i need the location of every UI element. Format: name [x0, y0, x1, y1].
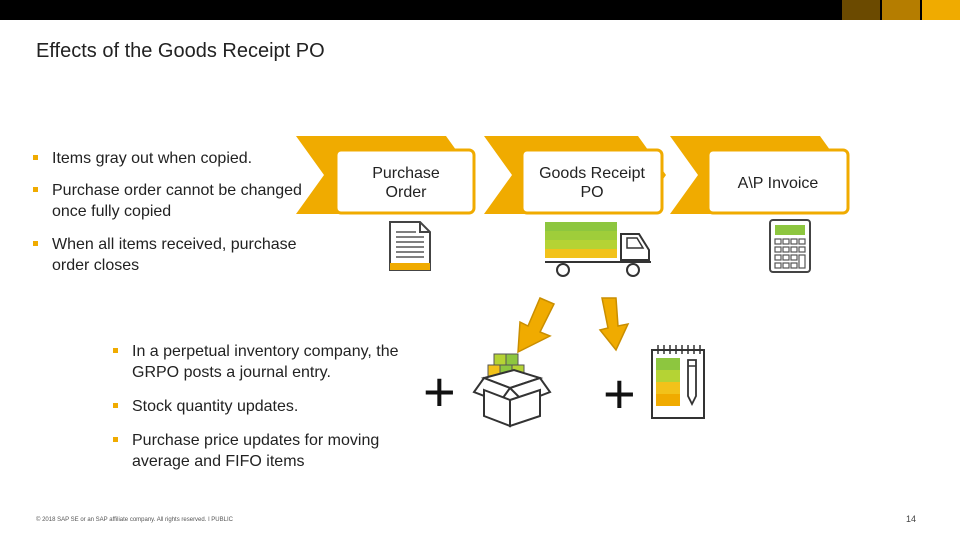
chevron-shape: [484, 136, 666, 215]
copyright-footer: © 2018 SAP SE or an SAP affiliate compan…: [36, 517, 233, 523]
bullet-stock-updates: Stock quantity updates.: [113, 396, 433, 417]
brand-swatch-light: [922, 0, 960, 20]
bullet-po-closes: When all items received, purchase order …: [33, 234, 303, 276]
document-icon: [388, 220, 432, 277]
page-number: 14: [906, 514, 917, 524]
process-step-goods-receipt: [484, 133, 668, 217]
lower-bullet-list: In a perpetual inventory company, the GR…: [113, 341, 433, 472]
bullet-journal-entry: In a perpetual inventory company, the GR…: [113, 341, 433, 383]
calculator-icon: [768, 218, 812, 279]
step-label-goods-receipt: Goods Receipt PO: [539, 165, 645, 201]
plus-sign: +: [423, 360, 456, 423]
slide-title: Effects of the Goods Receipt PO: [36, 40, 325, 62]
down-arrow-icon: [510, 296, 558, 359]
bullet-po-cannot-change: Purchase order cannot be changed once fu…: [33, 180, 303, 222]
plus-sign: +: [603, 362, 636, 425]
left-bullet-list: Items gray out when copied. Purchase ord…: [33, 148, 303, 276]
open-box-icon: [470, 350, 554, 433]
bullet-items-gray: Items gray out when copied.: [33, 148, 303, 169]
process-step-ap-invoice: [670, 133, 854, 217]
brand-swatch-mid: [882, 0, 920, 20]
step-label-ap-invoice: A\P Invoice: [737, 175, 819, 192]
step-label-purchase-order: Purchase Order: [372, 165, 440, 201]
brand-swatch-dark: [842, 0, 880, 20]
process-step-purchase-order: [296, 133, 476, 217]
delivery-truck-icon: [543, 220, 655, 285]
notepad-with-pencil-icon: [650, 344, 706, 425]
chevron-shape: [670, 136, 850, 215]
chevron-shape: [296, 136, 476, 215]
down-arrow-icon: [594, 296, 636, 357]
top-bar: [0, 0, 960, 20]
bullet-price-updates: Purchase price updates for moving averag…: [113, 430, 433, 472]
